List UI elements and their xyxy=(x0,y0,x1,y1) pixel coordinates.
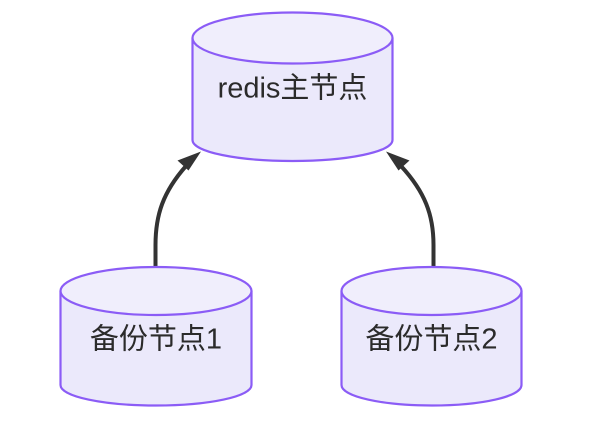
node-master[interactable]: redis主节点 xyxy=(191,11,394,163)
node-backup2-top-ellipse xyxy=(340,265,523,317)
node-master-body xyxy=(191,36,394,163)
edge-backup1-to-master xyxy=(153,151,201,266)
edge-line-backup1-master xyxy=(153,164,188,266)
edge-backup2-to-master xyxy=(386,151,436,266)
node-backup1[interactable]: 备份节点1 xyxy=(59,265,253,407)
arrowhead-icon-backup1 xyxy=(177,151,201,171)
node-master-top-ellipse xyxy=(191,11,394,65)
node-backup2-label: 备份节点2 xyxy=(365,323,497,356)
node-master-label: redis主节点 xyxy=(218,72,368,105)
node-backup2-body xyxy=(340,289,523,407)
node-backup1-label: 备份节点1 xyxy=(90,323,222,356)
node-backup2[interactable]: 备份节点2 xyxy=(340,265,523,407)
arrowhead-icon-backup2 xyxy=(386,151,410,171)
node-backup1-top-ellipse xyxy=(59,265,253,317)
node-backup1-body xyxy=(59,289,253,407)
edge-line-backup2-master xyxy=(399,164,436,266)
